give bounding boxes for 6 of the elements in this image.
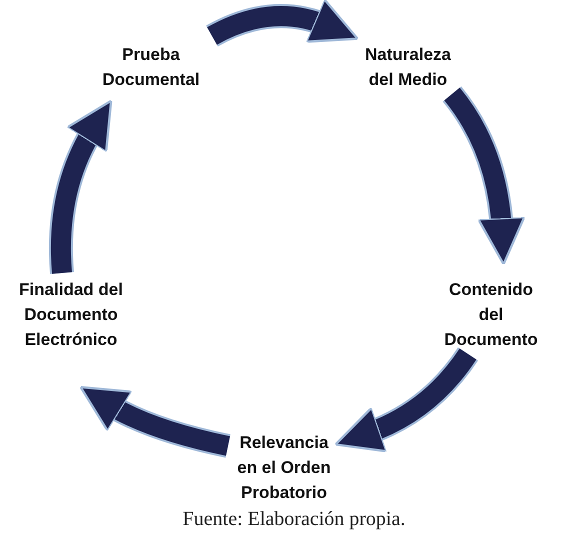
node-label: Prueba Documental bbox=[101, 44, 201, 91]
node-label: Finalidad del Documento Electrónico bbox=[18, 278, 124, 350]
node-label: Naturaleza del Medio bbox=[364, 44, 452, 91]
caption: Fuente: Elaboración propia. bbox=[182, 507, 406, 532]
node-label: Contenido del Documento bbox=[443, 278, 539, 350]
node-label: Relevancia en el Orden Probatorio bbox=[236, 432, 332, 504]
